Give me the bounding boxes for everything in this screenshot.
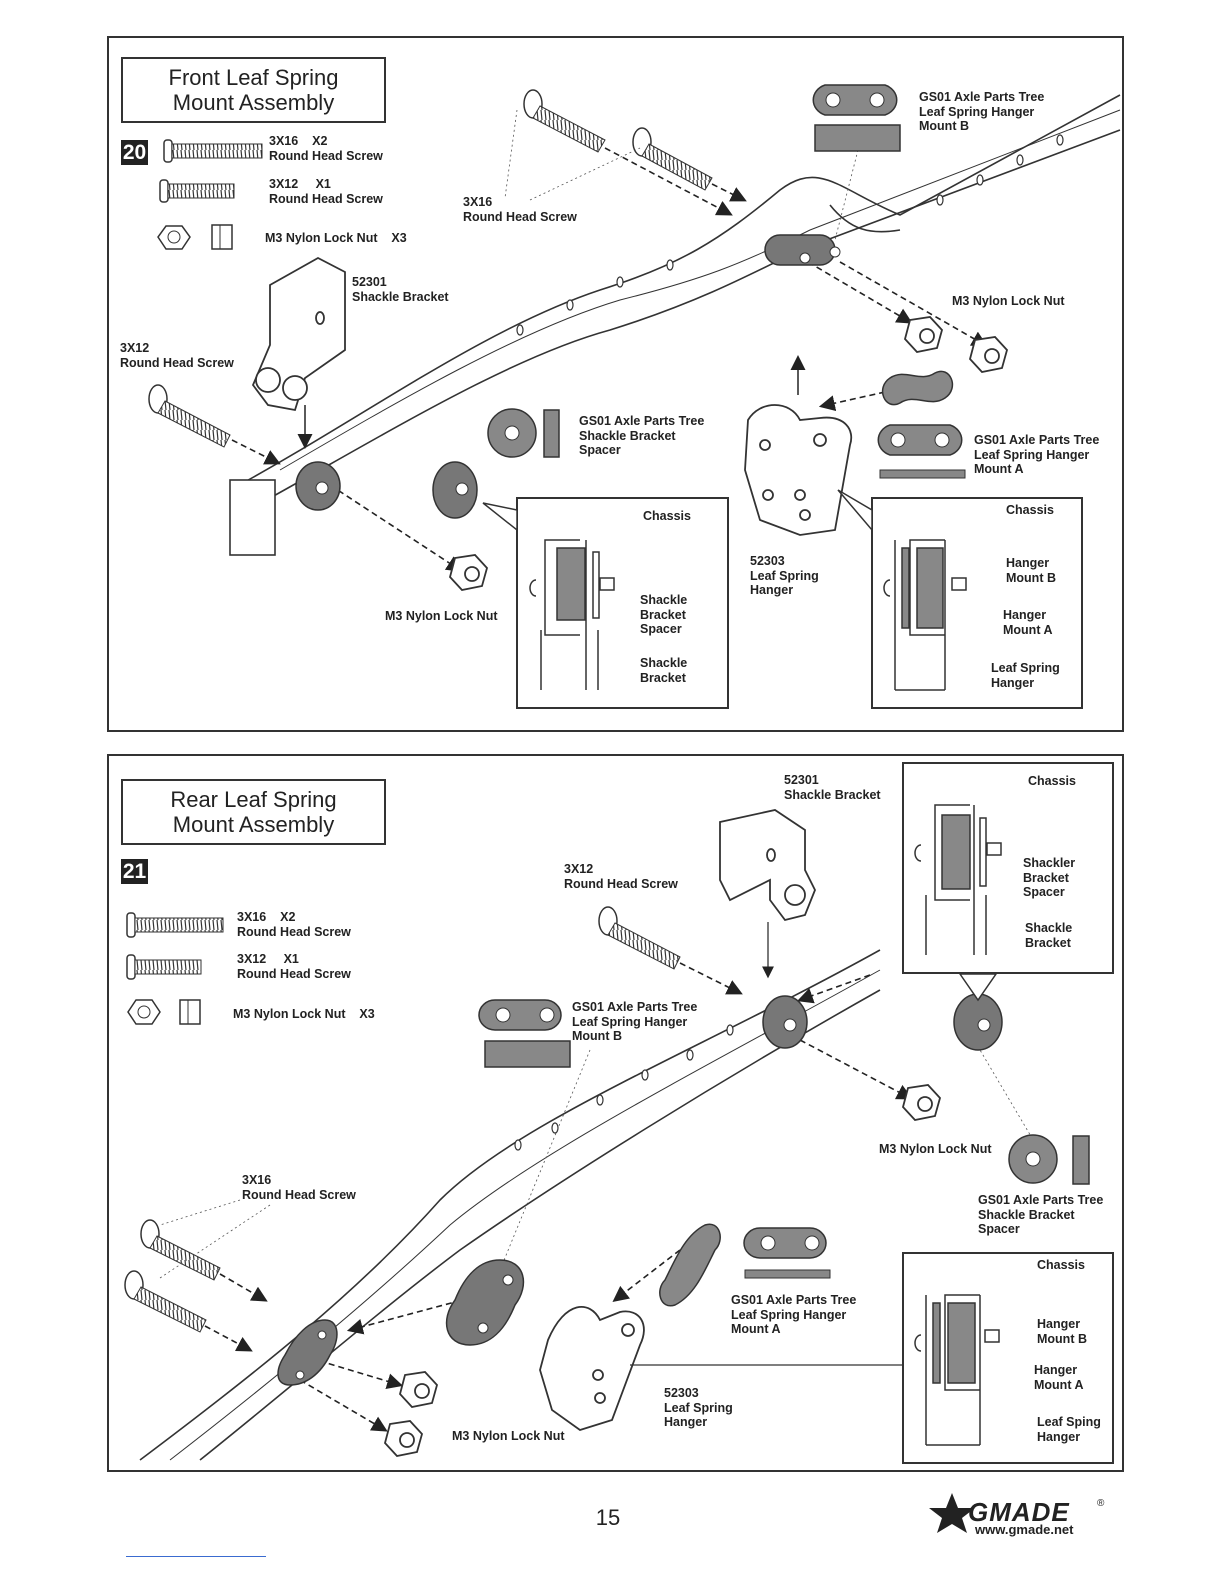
chassis-rail xyxy=(229,94,1121,556)
screw-icon xyxy=(598,906,681,970)
hanger-mount-icon xyxy=(277,1259,525,1386)
shackle-bracket-icon xyxy=(251,256,346,412)
inset-schematic xyxy=(914,804,1002,955)
hanger-mount-icon xyxy=(764,234,841,266)
gmade-logo-icon xyxy=(929,1493,975,1533)
nut-icon xyxy=(127,999,201,1025)
shackle-bracket-icon xyxy=(719,809,816,922)
title-line-2: Mount Assembly xyxy=(172,90,335,115)
page-number: 15 xyxy=(595,1505,621,1530)
inset-schematic xyxy=(529,539,615,690)
leaf-spring-hanger-icon xyxy=(539,1305,645,1431)
brand-logo: GMADE xyxy=(968,1497,1070,1527)
title-line-1: Rear Leaf Spring xyxy=(170,787,337,812)
spacer-icon xyxy=(762,993,1090,1185)
mount-a-icon xyxy=(877,370,966,479)
label-nut-bottom: M3 Nylon Lock Nut xyxy=(452,1429,565,1443)
step-21-title: Rear Leaf Spring Mount Assembly xyxy=(121,779,386,845)
spacer-icon xyxy=(295,408,560,519)
inset-label-chassis: Chassis xyxy=(1006,503,1054,517)
mount-a-icon xyxy=(659,1223,831,1307)
step-number: 20 xyxy=(121,140,148,165)
label-nut-bottom: M3 Nylon Lock Nut xyxy=(385,609,498,623)
nut-icon xyxy=(157,224,233,250)
screw-icon xyxy=(632,127,713,191)
screw-icon xyxy=(523,89,606,153)
part-nut-label: M3 Nylon Lock Nut X3 xyxy=(233,1007,375,1021)
screw-icon xyxy=(124,1270,207,1333)
footer-link-line xyxy=(126,1556,266,1557)
label-nut-right: M3 Nylon Lock Nut xyxy=(879,1142,992,1156)
screw-icon xyxy=(148,384,231,448)
step-20-title: Front Leaf Spring Mount Assembly xyxy=(121,57,386,123)
part-nut-label: M3 Nylon Lock Nut X3 xyxy=(265,231,407,245)
title-line-1: Front Leaf Spring xyxy=(168,65,339,90)
screw-3x16-icon xyxy=(126,912,224,938)
lock-nut-icon xyxy=(449,316,1009,591)
title-line-2: Mount Assembly xyxy=(172,812,335,837)
inset-shackle-detail xyxy=(902,762,1114,974)
inset-shackle-detail xyxy=(516,497,729,709)
inset-label-chassis: Chassis xyxy=(1037,1258,1085,1272)
inset-label-chassis: Chassis xyxy=(1028,774,1076,788)
lock-nut-icon xyxy=(384,1084,942,1457)
screw-3x12-icon xyxy=(159,179,235,203)
rail-holes xyxy=(514,1024,734,1151)
leaf-spring-hanger-icon xyxy=(744,404,853,536)
mount-b-icon xyxy=(812,84,901,152)
screw-3x12-icon xyxy=(126,954,202,980)
step-number: 21 xyxy=(121,859,148,884)
inset-schematic xyxy=(914,1294,1000,1446)
brand-url: www.gmade.net xyxy=(975,1522,1074,1537)
label-nut-top: M3 Nylon Lock Nut xyxy=(952,294,1065,308)
inset-label-chassis: Chassis xyxy=(643,509,691,523)
inset-schematic xyxy=(883,539,967,691)
mount-b-icon xyxy=(478,999,571,1068)
registered-mark: ® xyxy=(1097,1498,1105,1509)
screw-icon xyxy=(140,1219,221,1281)
screw-3x16-icon xyxy=(163,139,263,163)
rail-holes xyxy=(516,134,1064,336)
